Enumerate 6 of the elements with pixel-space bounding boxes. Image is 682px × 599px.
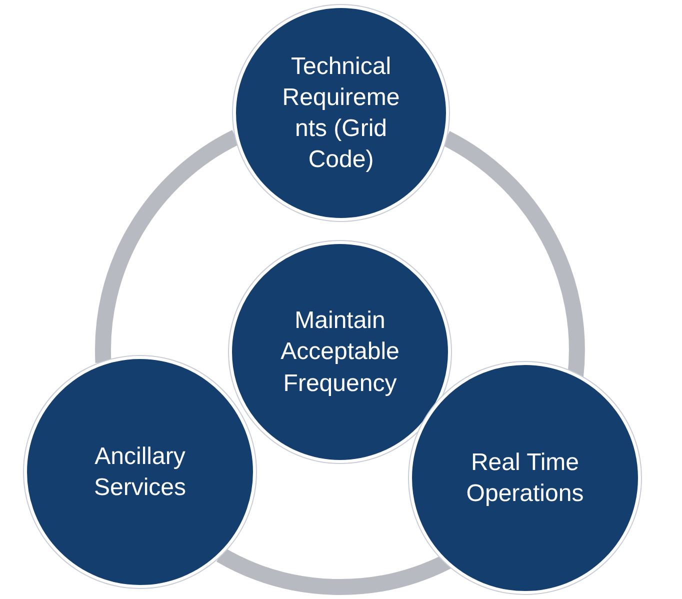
- node-label: Real Time Operations: [465, 448, 585, 509]
- ring-segment: [216, 548, 451, 595]
- node-label: Ancillary Services: [92, 442, 188, 503]
- node-label: Maintain Acceptable Frequency: [280, 306, 400, 399]
- node-label: Technical Requirements (Grid Code): [281, 52, 401, 176]
- ring-segment: [442, 131, 585, 377]
